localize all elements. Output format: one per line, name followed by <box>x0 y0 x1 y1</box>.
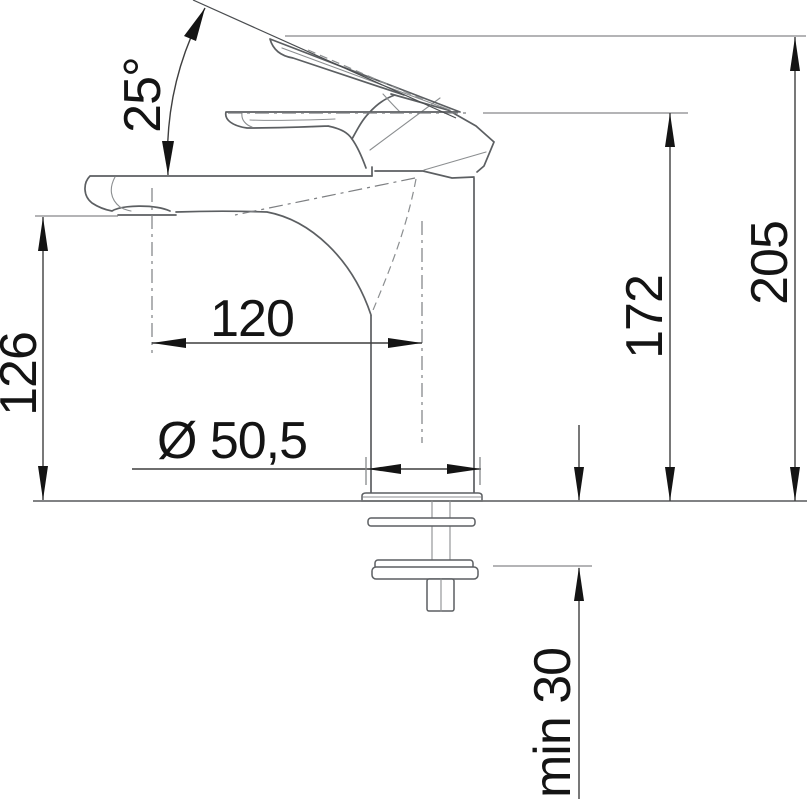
mounting-flange-bottom <box>371 566 479 580</box>
spout-tip-inner-edge <box>110 176 132 212</box>
handle-open-hidden-edge <box>307 49 425 101</box>
base-diameter-arrowhead-left <box>367 464 401 474</box>
base-diameter-label: Ø 50,5 <box>157 412 307 470</box>
dimension-spout-top-height: 172 <box>483 112 688 501</box>
overall-height-arrowhead-bottom <box>790 467 800 501</box>
outlet-height-arrowhead-bottom <box>38 466 48 500</box>
hidden-cone-edge <box>370 178 417 316</box>
spout-top-height-label: 172 <box>616 275 674 359</box>
spout-reach-label: 120 <box>210 290 294 348</box>
spout-top-arrowhead-bottom <box>665 467 675 501</box>
overall-height-label: 205 <box>741 221 799 305</box>
handle-closed-outline <box>224 111 459 140</box>
handle-angle-arrowhead-bottom <box>162 141 174 175</box>
mixer-head-facet-lines <box>369 93 487 171</box>
mixer-head-outline <box>351 93 496 173</box>
washer-plate <box>367 517 476 527</box>
spout-top-arrowhead-top <box>665 113 675 147</box>
dimension-overall-height: 205 <box>285 35 806 501</box>
centerlines <box>151 112 470 443</box>
handle-closed-inner-edges <box>241 112 336 128</box>
handle-angle-reference-line <box>192 0 457 119</box>
column-outline <box>370 166 475 494</box>
spout-reach-arrowhead-right <box>388 338 422 348</box>
mounting-hardware <box>367 500 479 612</box>
overall-height-arrowhead-top <box>790 37 800 71</box>
dimension-spout-reach: 120 <box>152 290 422 348</box>
faucet-outline <box>84 38 496 502</box>
dimension-outlet-height: 126 <box>0 215 118 500</box>
handle-open-outline <box>269 38 461 113</box>
dimension-mounting-depth: min 30 <box>493 425 592 799</box>
handle-open-inner-edge <box>281 47 451 111</box>
dimension-handle-angle: 25° <box>114 0 457 176</box>
spout-reach-arrowhead-left <box>152 338 186 348</box>
mounting-depth-arrowhead-lower <box>574 567 584 601</box>
mounting-depth-arrowhead-upper <box>574 467 584 501</box>
threaded-stud <box>431 500 451 561</box>
handle-angle-label: 25° <box>114 57 172 133</box>
spout-outline <box>84 175 373 316</box>
handle-angle-arrowhead-top <box>184 8 205 41</box>
outlet-height-arrowhead-top <box>38 217 48 251</box>
dimension-base-diameter: Ø 50,5 <box>132 412 481 485</box>
mounting-depth-label: min 30 <box>524 648 582 798</box>
base-diameter-arrowhead-right <box>447 464 481 474</box>
water-channel-centerline <box>234 177 416 216</box>
outlet-height-label: 126 <box>0 332 48 416</box>
